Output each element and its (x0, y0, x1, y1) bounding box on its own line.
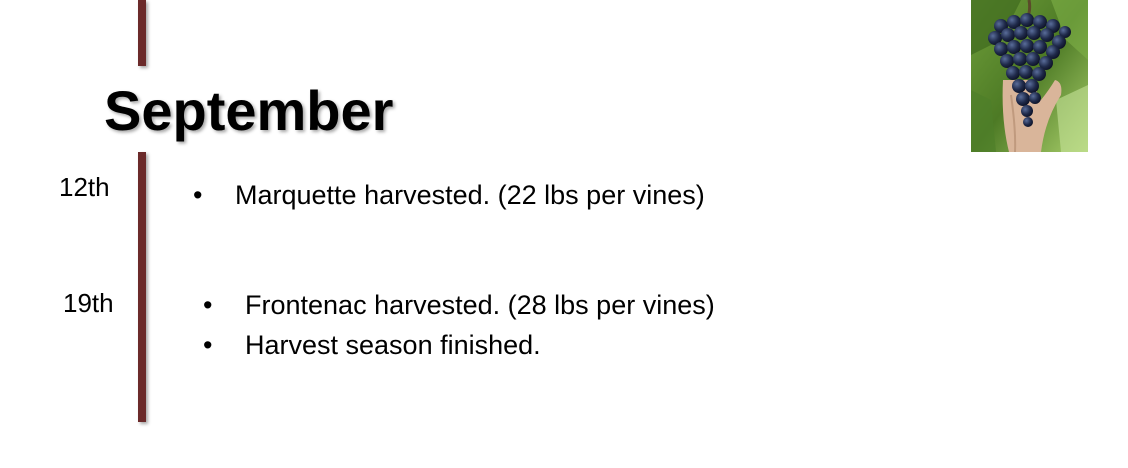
bullet-text: Harvest season finished. (245, 330, 541, 360)
entry-bullet-list: • Marquette harvested. (22 lbs per vines… (193, 175, 705, 215)
bullet-text: Frontenac harvested. (28 lbs per vines) (245, 290, 715, 320)
list-item: • Harvest season finished. (203, 325, 715, 365)
grape-cluster-photo (971, 0, 1088, 152)
bullet-icon: • (193, 180, 203, 210)
bullet-text: Marquette harvested. (22 lbs per vines) (235, 180, 705, 210)
bullet-icon: • (203, 290, 213, 320)
timeline-bar-top (138, 0, 146, 66)
timeline-date: 19th (63, 288, 114, 318)
list-item: • Marquette harvested. (22 lbs per vines… (193, 175, 705, 215)
timeline-bar (138, 152, 146, 422)
timeline-date: 12th (59, 172, 110, 202)
grape-cluster-icon (971, 0, 1088, 152)
bullet-icon: • (203, 330, 213, 360)
list-item: • Frontenac harvested. (28 lbs per vines… (203, 285, 715, 325)
slide-title: September (104, 79, 394, 142)
entry-bullet-list: • Frontenac harvested. (28 lbs per vines… (203, 285, 715, 365)
